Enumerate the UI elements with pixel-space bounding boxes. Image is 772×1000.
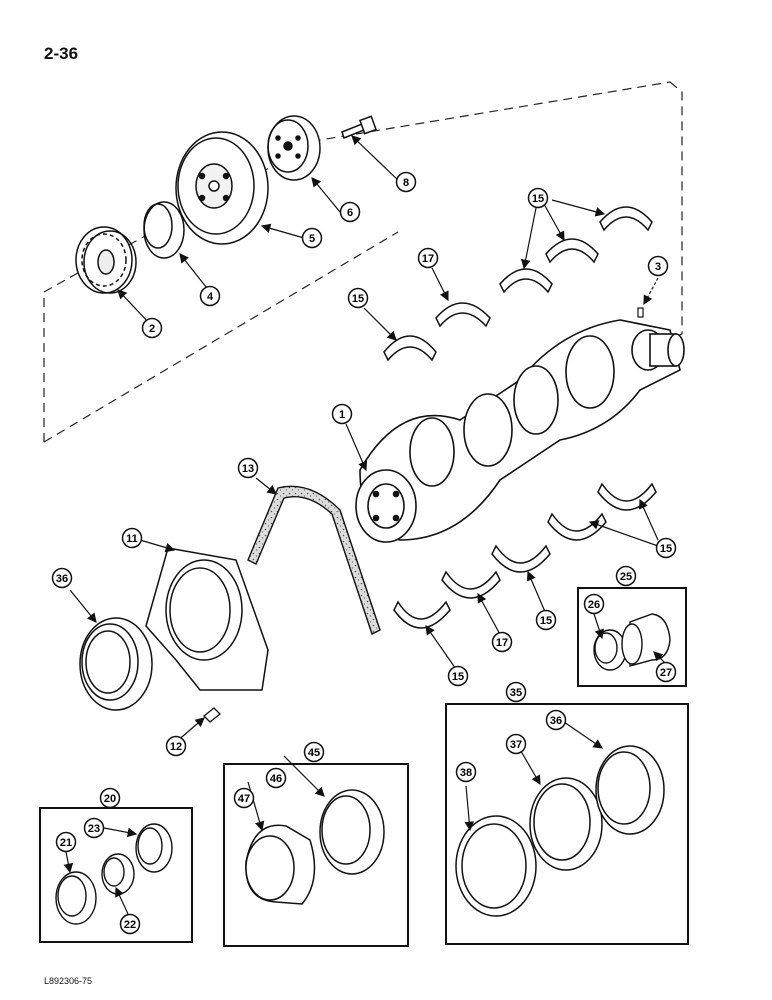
callout-17-upper: 17 xyxy=(417,247,439,269)
svg-text:22: 22 xyxy=(124,919,136,931)
callout-5: 5 xyxy=(301,227,323,249)
callout-11: 11 xyxy=(121,527,143,549)
callout-22: 22 xyxy=(119,913,141,935)
callout-leaders xyxy=(63,135,667,915)
callout-4: 4 xyxy=(199,285,221,307)
dowel-pin xyxy=(637,307,644,318)
rear-seal-housing xyxy=(145,547,269,691)
callout-45: 45 xyxy=(303,741,325,763)
callout-13: 13 xyxy=(237,457,259,479)
kit-25-sleeves xyxy=(593,613,671,671)
callout-15-lower-mid: 15 xyxy=(535,609,557,631)
svg-text:45: 45 xyxy=(308,747,320,759)
callout-26: 26 xyxy=(583,593,605,615)
svg-text:23: 23 xyxy=(88,823,100,835)
callout-27: 27 xyxy=(655,661,677,683)
callout-3: 3 xyxy=(647,255,669,277)
callout-17-lower: 17 xyxy=(491,631,513,653)
upper-bearing-shells xyxy=(383,206,653,362)
rear-oil-seal xyxy=(79,617,153,711)
vibration-damper xyxy=(267,115,321,181)
svg-text:26: 26 xyxy=(588,599,600,611)
svg-text:36: 36 xyxy=(550,715,562,727)
svg-text:5: 5 xyxy=(309,233,315,245)
svg-text:4: 4 xyxy=(207,291,214,303)
callout-25: 25 xyxy=(615,565,637,587)
svg-text:3: 3 xyxy=(655,261,661,273)
wear-sleeve-ring xyxy=(143,201,185,259)
callout-6: 6 xyxy=(339,201,361,223)
svg-text:15: 15 xyxy=(532,193,544,205)
callout-35: 35 xyxy=(505,681,527,703)
svg-text:12: 12 xyxy=(170,741,182,753)
svg-text:17: 17 xyxy=(422,253,434,265)
crankshaft xyxy=(355,319,685,543)
svg-text:11: 11 xyxy=(126,533,138,545)
callout-20: 20 xyxy=(99,787,121,809)
callout-46: 46 xyxy=(265,767,287,789)
svg-text:1: 1 xyxy=(339,409,345,421)
assembly-dashed-outline xyxy=(43,81,683,443)
svg-text:36: 36 xyxy=(56,573,68,585)
rear-seal-gasket xyxy=(247,485,381,635)
svg-text:15: 15 xyxy=(660,543,672,555)
callout-2: 2 xyxy=(141,317,163,339)
svg-text:6: 6 xyxy=(347,207,353,219)
callout-38: 38 xyxy=(455,761,477,783)
svg-text:35: 35 xyxy=(510,687,522,699)
kit-35-seals xyxy=(455,745,665,917)
kit-box-35 xyxy=(445,703,689,945)
svg-text:15: 15 xyxy=(452,671,464,683)
callout-15-upper-left: 15 xyxy=(347,287,369,309)
svg-text:8: 8 xyxy=(403,177,409,189)
kit-box-20 xyxy=(39,807,193,943)
callout-8: 8 xyxy=(395,171,417,193)
svg-text:46: 46 xyxy=(270,773,282,785)
svg-text:21: 21 xyxy=(60,837,72,849)
callout-47: 47 xyxy=(233,787,255,809)
callout-36-left: 36 xyxy=(51,567,73,589)
svg-text:47: 47 xyxy=(238,793,250,805)
svg-text:25: 25 xyxy=(620,571,632,583)
crankshaft-pulley xyxy=(175,131,269,245)
svg-text:13: 13 xyxy=(242,463,254,475)
housing-screw xyxy=(203,707,221,723)
svg-text:15: 15 xyxy=(352,293,364,305)
kit-box-25 xyxy=(577,587,687,687)
pulley-bolt xyxy=(341,115,377,139)
figure-code: L892306-75 xyxy=(44,976,93,986)
svg-text:20: 20 xyxy=(104,793,116,805)
callout-12: 12 xyxy=(165,735,187,757)
svg-text:37: 37 xyxy=(510,739,522,751)
callout-21: 21 xyxy=(55,831,77,853)
callout-15-upper-right: 15 xyxy=(527,187,549,209)
callout-15-lower-right: 15 xyxy=(655,537,677,559)
svg-text:38: 38 xyxy=(460,767,472,779)
svg-text:27: 27 xyxy=(660,667,672,679)
page-number: 2-36 xyxy=(44,44,79,63)
callout-36-box35: 36 xyxy=(545,709,567,731)
callout-1: 1 xyxy=(331,403,353,425)
svg-text:17: 17 xyxy=(496,637,508,649)
kit-20-parts xyxy=(55,823,173,925)
kit-box-45 xyxy=(223,763,409,947)
crankshaft-gear xyxy=(75,226,137,294)
callout-15-lower-left: 15 xyxy=(447,665,469,687)
svg-text:15: 15 xyxy=(540,615,552,627)
svg-text:2: 2 xyxy=(149,323,155,335)
kit-45-parts xyxy=(245,789,385,905)
callout-23: 23 xyxy=(83,817,105,839)
callout-37: 37 xyxy=(505,733,527,755)
